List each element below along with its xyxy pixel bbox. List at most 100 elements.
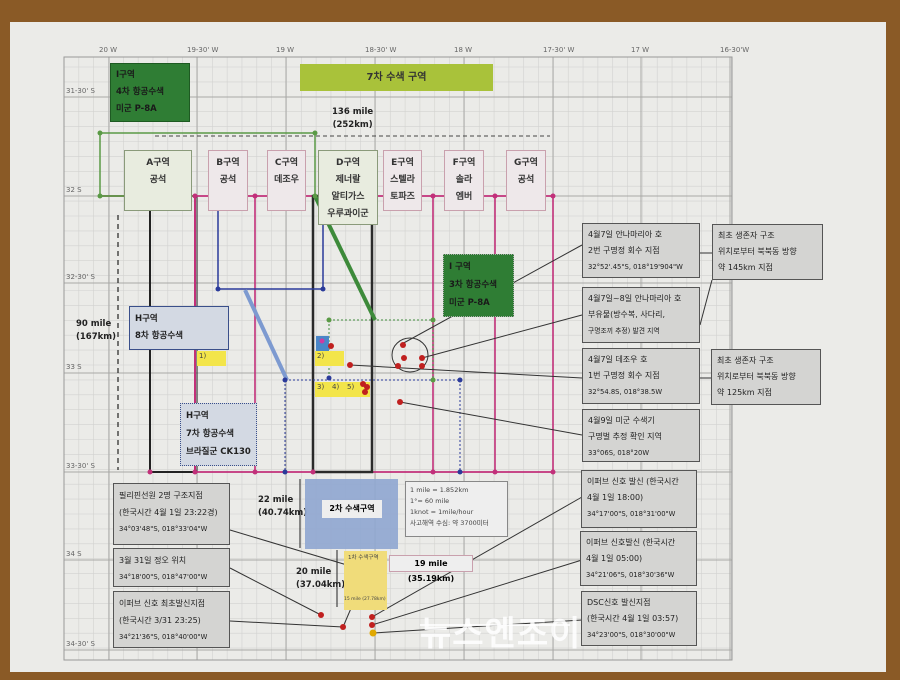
waypoint-dot <box>192 193 198 199</box>
info-callout-left-line: 34°21'36"S, 018°40'00"W <box>119 633 208 641</box>
distance-top-km: (252km) <box>332 120 373 130</box>
callout-h-zone-7th-line: H구역 <box>186 411 209 421</box>
latitude-label: 34-30' S <box>66 640 95 648</box>
distance-15: 15 mile (27.78km) <box>344 597 386 602</box>
waypoint-dot <box>550 193 556 199</box>
info-callout-right-line: 34°21'06"S, 018°30'36"W <box>586 571 675 579</box>
info-callout-right-line: (한국시간 4월 1일 03:57) <box>587 614 679 623</box>
leader-line <box>229 567 322 616</box>
yellow-marker-label: 3) <box>317 383 325 391</box>
callout-i-zone-3rd-line: I 구역 <box>449 262 471 272</box>
red-point <box>369 622 375 628</box>
zone-box-d-line: 우루과이군 <box>327 209 369 219</box>
info-callout-right-line: 최초 생존자 구조 <box>717 356 774 365</box>
waypoint-dot <box>147 469 153 475</box>
callout-h-zone-8th-line: H구역 <box>135 314 158 324</box>
yellow-marker-label: 2) <box>317 352 325 360</box>
zone-box-f-line: F구역 <box>452 158 476 168</box>
blue-marker <box>316 336 329 351</box>
distance-top: 136 mile (252km) <box>332 106 373 132</box>
latitude-label: 32 S <box>66 186 82 194</box>
search-area-2-label: 2차 수색구역 <box>322 500 382 518</box>
info-callout-left-line: 이퍼브 신호 최초발신지점 <box>119 599 206 608</box>
info-callout-right-line: 위치로부터 북북동 방향 <box>718 247 797 256</box>
dsc-point <box>369 629 377 637</box>
waypoint-dot <box>97 193 103 199</box>
latitude-label: 33 S <box>66 363 82 371</box>
longitude-label: 18-30' W <box>365 46 397 54</box>
info-callout-left-line: 34°03'48"S, 018°33'04"W <box>119 525 208 533</box>
red-point <box>364 384 370 390</box>
zone-box-e-line: 토파즈 <box>390 192 415 202</box>
longitude-label: 19-30' W <box>187 46 219 54</box>
callout-i-zone-3rd-line: 3차 항공수색 <box>449 280 497 290</box>
waypoint-dot <box>430 317 436 323</box>
leader-line <box>371 559 583 626</box>
info-callout-right-line: 4월 1일 05:00) <box>586 554 643 563</box>
longitude-label: 17 W <box>631 46 650 54</box>
info-callout-right-line: 위치로부터 북북동 방향 <box>717 372 796 381</box>
info-callout-left-line: 34°18'00"S, 018°47'00"W <box>119 573 208 581</box>
zone-box-d-line: 제너랄 <box>335 175 361 185</box>
waypoint-dot <box>326 375 332 381</box>
red-point <box>419 363 425 369</box>
red-point <box>369 614 375 620</box>
zone-d-outline <box>311 194 374 474</box>
waypoint-dot <box>192 469 198 475</box>
waypoint-dot <box>326 317 332 323</box>
waypoint-dot <box>252 193 258 199</box>
waypoint-dot <box>310 469 316 475</box>
callout-i-zone-4th-line: 미군 P-8A <box>116 104 157 114</box>
leader-line <box>399 401 583 436</box>
info-callout-right-line: 2번 구명정 회수 지점 <box>588 246 660 255</box>
info-callout-left-line: (한국시간 3/31 23:25) <box>119 616 201 625</box>
callout-h-zone-7th-line: 브라질군 CK130 <box>186 447 251 457</box>
latitude-label: 34 S <box>66 550 82 558</box>
red-point <box>340 624 346 630</box>
red-point <box>347 362 353 368</box>
callout-i-zone-4th-line: I구역 <box>116 70 135 80</box>
info-callout-right-line: 1번 구명정 회수 지점 <box>588 371 660 380</box>
waypoint-dot <box>492 193 498 199</box>
distance-left-km: (167km) <box>76 332 117 342</box>
yellow-marker-area <box>315 382 370 397</box>
leader-line <box>421 314 583 359</box>
distance-top-mile: 136 mile <box>332 107 374 117</box>
waypoint-dot <box>550 469 556 475</box>
info-callout-right-line: 이퍼브 신호 발신 (한국시간 <box>587 477 679 486</box>
info-callout-right-line: 4월7일 안나마리아 호 <box>588 230 663 239</box>
zone-box-b-line: B구역 <box>216 158 240 168</box>
info-callout-right-line: 4월9일 미군 수색기 <box>588 416 655 425</box>
info-callout-right-line: 구명조끼 추정) 발견 지역 <box>588 327 660 335</box>
zone-box-g-line: 공석 <box>517 175 535 185</box>
yellow-marker-area <box>315 351 344 366</box>
red-point <box>328 343 334 349</box>
zone-box-c-line: C구역 <box>274 158 299 168</box>
longitude-label: 16-30'W <box>720 46 750 54</box>
info-callout-right-line: 약 125km 지점 <box>717 388 772 397</box>
waypoint-dot <box>457 469 463 475</box>
info-callout-right-line: 4월7일 데조우 호 <box>588 355 648 364</box>
zone-box-f-line: 솔라 <box>455 175 473 185</box>
distance-22-mile: 22 mile <box>258 495 294 505</box>
callout-h-zone-7th-line: 7차 항공수색 <box>186 429 234 439</box>
flight-path-h8 <box>243 289 289 381</box>
info-box: 1 mile = 1.852km 1°= 60 mile 1knot = 1mi… <box>405 481 508 537</box>
distance-22: 22 mile(40.74km) <box>258 494 307 520</box>
info-callout-right-line: 최초 생존자 구조 <box>718 231 775 240</box>
info-callout-right-line: 34°17'00"S, 018°31'00"W <box>587 510 676 518</box>
